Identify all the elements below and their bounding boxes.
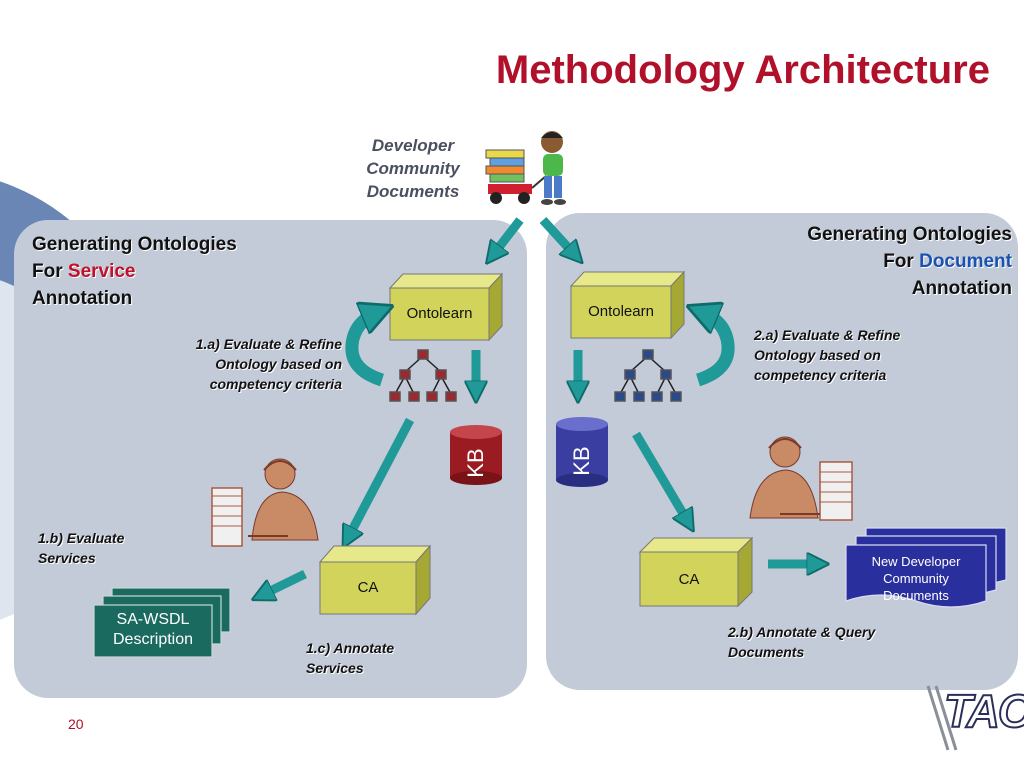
new-docs-line2: Community [883, 571, 949, 586]
left-ca-box [318, 544, 432, 616]
left-panel-title: Generating Ontologies For Service Annota… [32, 231, 312, 312]
right-annotator-person-icon [749, 436, 853, 521]
left-note-a-line1: 1.a) Evaluate & Refine [195, 336, 342, 352]
right-title-line1: Generating Ontologies [807, 224, 1012, 245]
page-number: 20 [68, 716, 84, 732]
developer-line-2: Community [366, 159, 460, 178]
right-note-b-line1: 2.b) Annotate & Query [728, 624, 876, 640]
left-note-a-line3: competency criteria [209, 376, 342, 392]
new-docs-line3: Documents [883, 588, 949, 603]
left-annotator-person-icon [211, 458, 319, 547]
left-title-for: For [32, 261, 63, 282]
left-kb-label: KB [463, 448, 488, 478]
right-note-b-line2: Documents [728, 644, 805, 660]
right-refine-cycle-arrow [698, 312, 735, 387]
right-ca-label: CA [678, 571, 700, 588]
sawsdl-label: SA-WSDL Description [94, 610, 212, 650]
right-title-for: For [883, 251, 914, 272]
right-note-annotate-query: 2.b) Annotate & Query Documents [728, 622, 948, 662]
right-kb-label: KB [569, 446, 594, 476]
tao-logo: TAO [943, 684, 1024, 738]
left-note-annotate-services: 1.c) Annotate Services [306, 638, 456, 678]
left-ontolearn-box [388, 272, 504, 342]
new-docs-stack [845, 527, 1007, 608]
right-tree-icon [614, 349, 682, 402]
sawsdl-line1: SA-WSDL [116, 611, 190, 628]
left-tree-icon [389, 349, 457, 402]
right-ontolearn-box [569, 270, 686, 340]
slide-title: Methodology Architecture [495, 48, 990, 92]
right-title-line3: Annotation [911, 278, 1012, 299]
left-note-c-line1: 1.c) Annotate [306, 640, 395, 656]
right-panel-title: Generating Ontologies For Document Annot… [710, 221, 1012, 302]
left-note-c-line2: Services [306, 660, 364, 676]
left-note-evaluate-refine: 1.a) Evaluate & Refine Ontology based on… [130, 334, 342, 394]
right-note-evaluate-refine: 2.a) Evaluate & Refine Ontology based on… [754, 325, 974, 385]
right-note-a-line1: 2.a) Evaluate & Refine [754, 327, 901, 343]
developer-line-1: Developer [371, 136, 455, 155]
left-note-b-line1: 1.b) Evaluate [38, 530, 125, 546]
left-note-evaluate-services: 1.b) Evaluate Services [38, 528, 188, 568]
left-kb-cylinder [450, 425, 502, 485]
left-ca-label: CA [357, 579, 379, 596]
new-docs-label: New Developer Community Documents [846, 553, 986, 604]
right-note-a-line2: Ontology based on [754, 347, 881, 363]
right-title-highlight: Document [919, 251, 1012, 272]
arrow-dev-to-right [539, 216, 575, 255]
right-kb-cylinder [556, 417, 608, 487]
developer-line-3: Documents [366, 182, 460, 201]
left-tree-to-ca-arrow [348, 417, 414, 538]
new-docs-line1: New Developer [871, 554, 961, 569]
arrow-dev-to-left [493, 217, 524, 255]
left-title-line1: Generating Ontologies [32, 234, 237, 255]
right-tree-to-ca-arrow [632, 431, 688, 522]
developer-docs-label: Developer Community Documents [348, 134, 478, 203]
left-note-a-line2: Ontology based on [215, 356, 342, 372]
left-title-highlight: Service [67, 261, 136, 282]
left-note-b-line2: Services [38, 550, 96, 566]
right-ca-box [638, 536, 754, 608]
sawsdl-document-stack [93, 587, 231, 658]
left-title-line2: For Service [32, 258, 312, 285]
sawsdl-line2: Description [112, 631, 194, 648]
left-title-line3: Annotation [32, 288, 133, 309]
developer-clipart-icon [480, 126, 580, 210]
left-ontolearn-label: Ontolearn [406, 305, 473, 322]
right-note-a-line3: competency criteria [754, 367, 887, 383]
left-refine-cycle-arrow [345, 312, 382, 387]
right-title-line2: For Document [710, 248, 1012, 275]
tao-logo-graphic [926, 685, 958, 751]
right-ontolearn-label: Ontolearn [588, 303, 654, 320]
left-ca-to-sawsdl-arrow [262, 569, 307, 595]
